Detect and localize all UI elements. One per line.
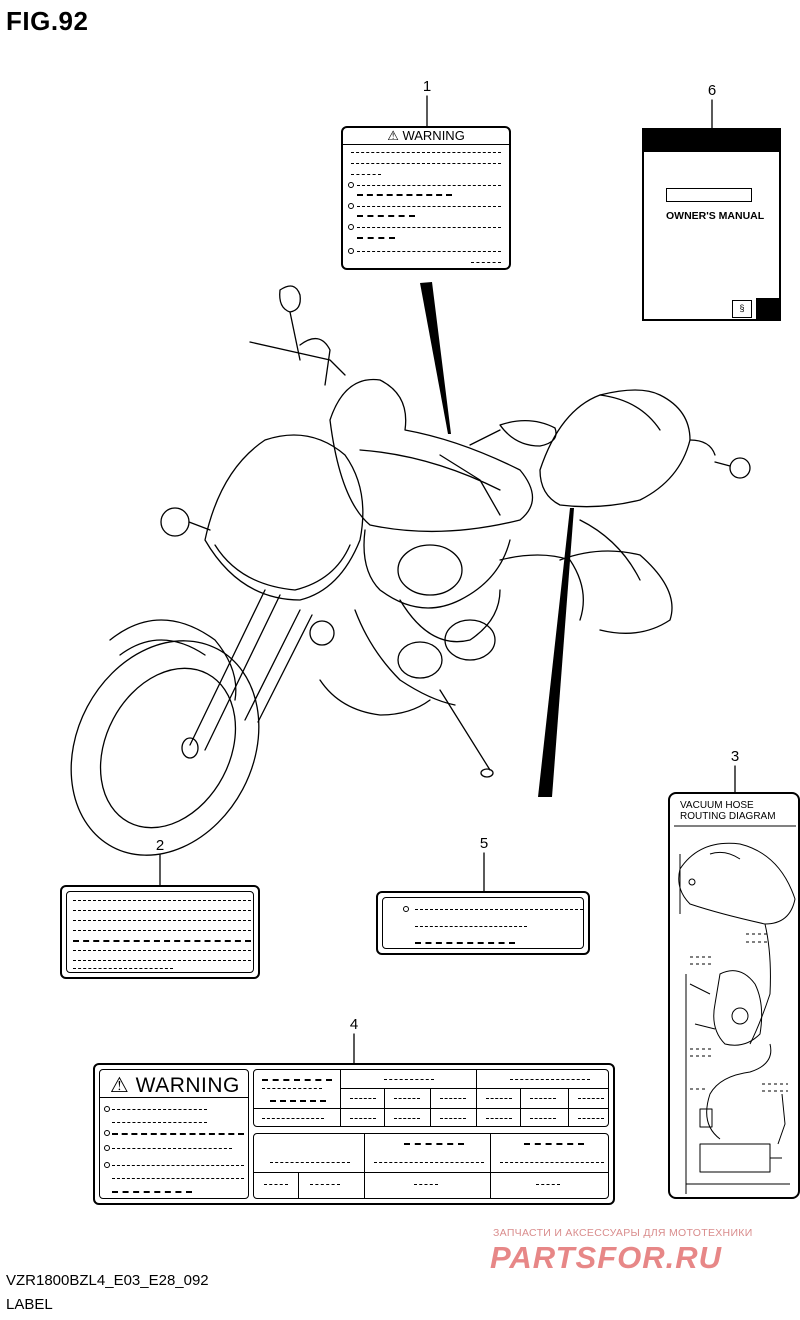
watermark-tagline: ЗАПЧАСТИ И АКСЕССУАРЫ ДЛЯ МОТОТЕХНИКИ <box>493 1227 753 1239</box>
label-4-table-upper <box>253 1069 609 1127</box>
owners-manual-name-box <box>666 188 752 202</box>
leader-seat <box>538 508 574 797</box>
callout-3: 3 <box>730 748 740 765</box>
suzuki-logo-icon: § <box>732 300 752 318</box>
warning-label-4: ⚠ WARNING <box>93 1063 615 1205</box>
owners-manual-band <box>644 130 779 152</box>
figure-title: FIG.92 <box>6 6 89 36</box>
callout-4: 4 <box>349 1016 359 1033</box>
watermark-brand: PARTSFOR.RU <box>490 1240 723 1275</box>
owners-manual-title: OWNER'S MANUAL <box>666 210 765 222</box>
owners-manual-corner-block <box>756 298 779 319</box>
figure-name: LABEL <box>6 1296 53 1313</box>
leader-1 <box>420 282 451 434</box>
vacuum-hose-schematic <box>674 825 796 1194</box>
label-2 <box>60 885 260 979</box>
vacuum-hose-diagram-label: VACUUM HOSE ROUTING DIAGRAM <box>668 792 800 1199</box>
vacuum-diagram-title-line1: VACUUM HOSE <box>680 800 754 811</box>
vacuum-diagram-title-line2: ROUTING DIAGRAM <box>680 811 776 822</box>
callout-2: 2 <box>155 837 165 854</box>
label-4-table-lower <box>253 1133 609 1199</box>
owners-manual: OWNER'S MANUAL § <box>642 128 781 321</box>
label-5 <box>376 891 590 955</box>
figure-code: VZR1800BZL4_E03_E28_092 <box>6 1272 209 1289</box>
motorcycle-drawing <box>70 285 751 856</box>
warning-label-4-left: ⚠ WARNING <box>99 1069 249 1199</box>
callout-6: 6 <box>707 82 717 99</box>
warning-label-1: ⚠ WARNING <box>341 126 511 270</box>
callout-5: 5 <box>479 835 489 852</box>
callout-1: 1 <box>422 78 432 95</box>
warning-label-4-heading: ⚠ WARNING <box>110 1074 240 1097</box>
warning-label-1-heading: ⚠ WARNING <box>343 128 509 145</box>
